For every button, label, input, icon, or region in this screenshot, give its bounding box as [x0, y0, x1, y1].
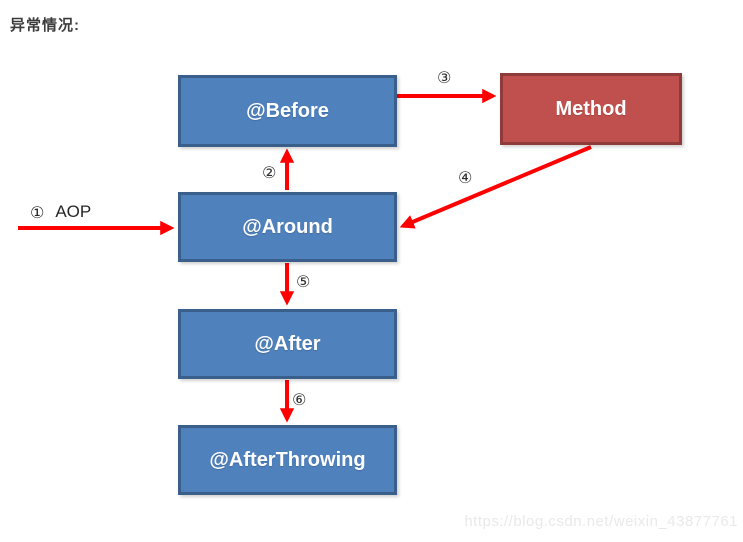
- step3-number: ③: [437, 68, 452, 87]
- node-method-label: Method: [555, 97, 627, 120]
- node-method: Method: [500, 73, 682, 145]
- step4-number: ④: [458, 168, 473, 187]
- node-after: @After: [178, 309, 397, 379]
- arrow-method-to-around: [399, 145, 592, 229]
- watermark: https://blog.csdn.net/weixin_43877761: [464, 513, 738, 530]
- node-before-label: @Before: [246, 99, 329, 122]
- node-around-label: @Around: [242, 215, 333, 238]
- node-before: @Before: [178, 75, 397, 147]
- node-after-label: @After: [254, 332, 321, 355]
- arrow-step1-label: ① AOP: [30, 202, 91, 222]
- node-afterthrowing-label: @AfterThrowing: [209, 448, 366, 471]
- node-afterthrowing: @AfterThrowing: [178, 425, 397, 495]
- step1-number: ①: [30, 202, 45, 222]
- step6-number: ⑥: [292, 390, 307, 409]
- step2-number: ②: [262, 163, 277, 182]
- node-around: @Around: [178, 192, 397, 262]
- step5-number: ⑤: [296, 272, 311, 291]
- step1-text: AOP: [55, 202, 92, 221]
- page-title: 异常情况:: [10, 17, 80, 34]
